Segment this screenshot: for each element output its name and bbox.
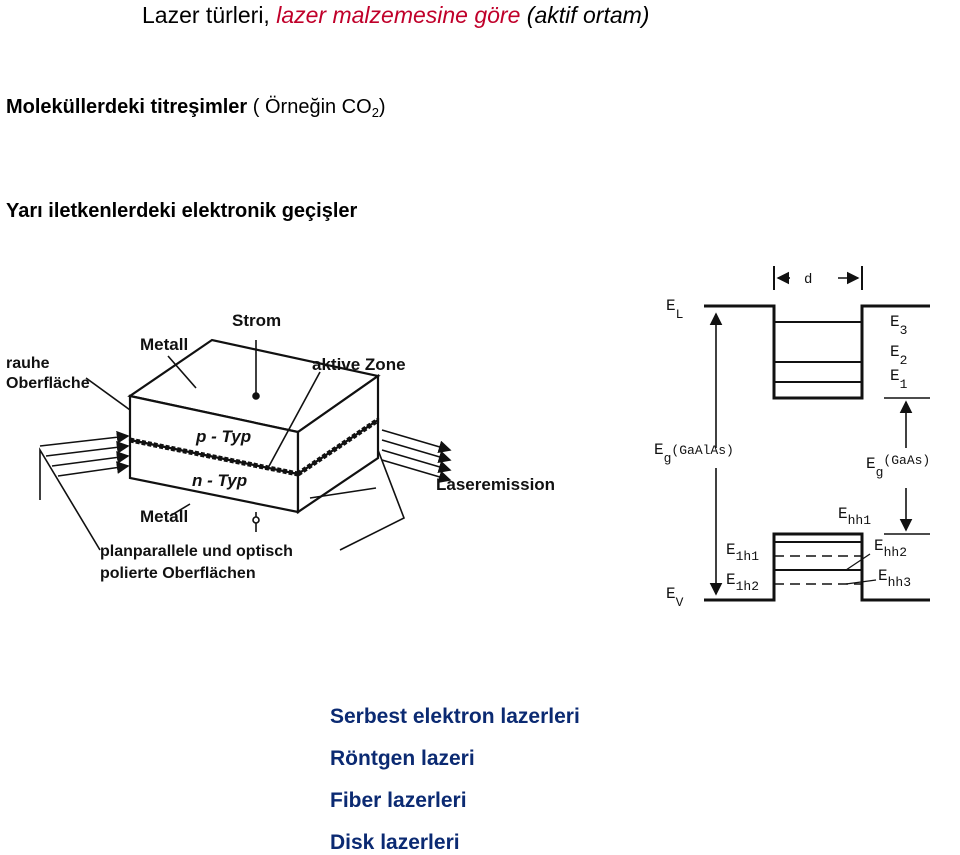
molecular-bold: Moleküllerdeki titreşimler	[6, 96, 248, 118]
label-laseremission: Laseremission	[436, 475, 555, 494]
label-el: EL	[666, 297, 683, 322]
label-d: d	[804, 272, 812, 288]
semiconductor-heading: Yarı iletkenlerdeki elektronik geçişler	[6, 200, 358, 222]
band-diagram: d EL E3 E2 E1 Eg(GaAlAs) Eg(GaAs) Ehh1 E…	[654, 266, 930, 610]
title-part1: Lazer türleri,	[142, 2, 277, 28]
label-oberflache: Oberfläche	[6, 375, 90, 392]
label-n-typ: n - Typ	[192, 471, 247, 490]
list-item-fiber: Fiber lazerleri	[330, 789, 467, 812]
title-highlight: lazer malzemesine göre	[276, 2, 521, 28]
label-metall-top: Metall	[140, 335, 188, 354]
molecular-line: Moleküllerdeki titreşimler ( Örneğin CO2…	[6, 96, 386, 120]
molecular-example: ( Örneğin CO	[247, 96, 372, 118]
label-eg-gaas: Eg(GaAs)	[866, 453, 930, 480]
laser-diode-diagram: Strom Metall rauhe Oberfläche aktive Zon…	[6, 311, 555, 582]
label-elh2: E1h2	[726, 571, 759, 594]
label-ehh3: Ehh3	[878, 567, 911, 590]
molecular-close: )	[378, 96, 386, 118]
label-polierte: polierte Oberflächen	[100, 565, 256, 582]
band-edges	[704, 266, 930, 602]
emission-arrows	[39, 429, 452, 483]
label-elh1: E1h1	[726, 541, 759, 564]
label-metall-bottom: Metall	[140, 507, 188, 526]
list-item-free-electron: Serbest elektron lazerleri	[330, 705, 580, 728]
label-e3: E3	[890, 313, 907, 338]
molecular-sub: 2	[371, 105, 379, 120]
label-strom: Strom	[232, 311, 281, 330]
list-item-disk: Disk lazerleri	[330, 831, 460, 854]
label-aktive-zone: aktive Zone	[312, 355, 406, 374]
label-ehh2: Ehh2	[874, 537, 907, 560]
label-ehh1: Ehh1	[838, 505, 871, 528]
page-title: Lazer türleri, lazer malzemesine göre (a…	[142, 2, 649, 29]
title-part3: (aktif ortam)	[520, 2, 650, 28]
label-rauhe: rauhe	[6, 355, 50, 372]
label-p-typ: p - Typ	[195, 427, 251, 446]
label-ev: EV	[666, 585, 684, 610]
label-planparallele: planparallele und optisch	[100, 543, 293, 560]
label-eg-gaalas: Eg(GaAlAs)	[654, 441, 734, 466]
list-item-xray: Röntgen lazeri	[330, 747, 475, 770]
leader-lines	[39, 340, 406, 551]
label-e1: E1	[890, 367, 908, 392]
diode-block	[127, 338, 381, 515]
label-e2: E2	[890, 343, 907, 368]
